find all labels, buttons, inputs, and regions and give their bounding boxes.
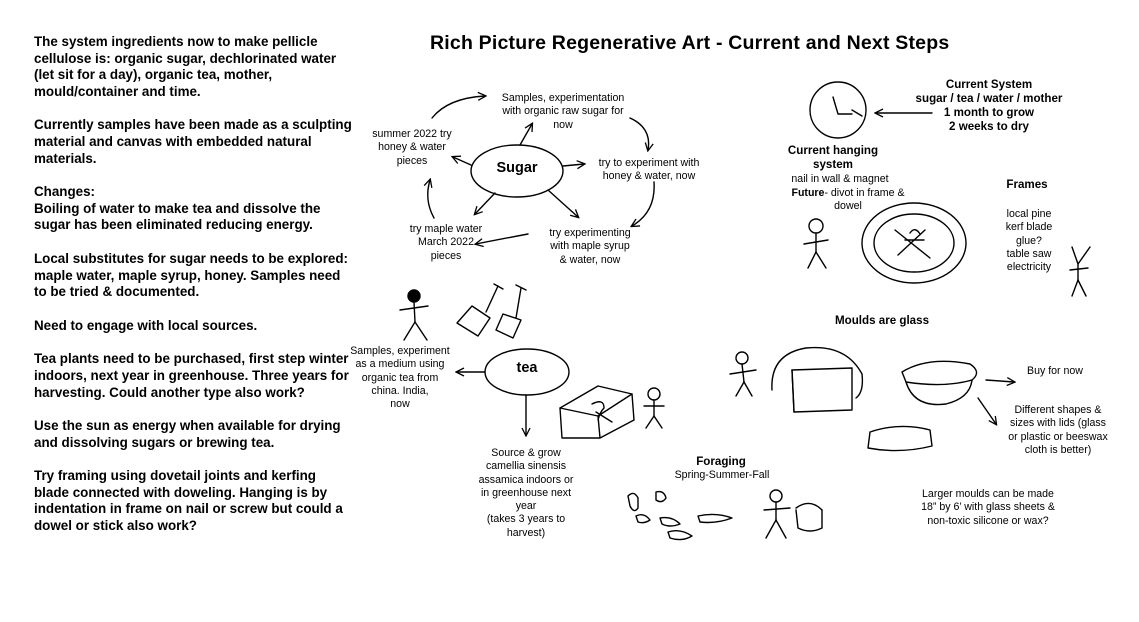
note-samples: Currently samples have been made as a sc… — [34, 117, 352, 166]
greenhouse-box-icon — [559, 385, 635, 439]
foraging-leaves-icon — [627, 490, 733, 541]
notes-column: The system ingredients now to make pelli… — [34, 34, 354, 552]
tea-source: Source & grow camellia sinensis assamica… — [478, 447, 574, 539]
moulds-heading: Moulds are glass — [834, 314, 930, 327]
basket-icon — [795, 502, 823, 532]
note-local-substitutes: Local substitutes for sugar needs to be … — [34, 250, 348, 300]
moulds-buy: Buy for now — [1027, 365, 1083, 377]
frame-icon — [861, 202, 967, 284]
current-system-details: sugar / tea / water / mother 1 month to … — [915, 92, 1063, 133]
glass-mould-large — [771, 346, 864, 413]
hanging-future-label: Future — [791, 187, 825, 199]
note-local-sources: Need to engage with local sources. — [34, 317, 258, 333]
page-title: Rich Picture Regenerative Art - Current … — [430, 32, 950, 54]
hanging-current: nail in wall & magnet — [791, 173, 889, 185]
tea-node: tea — [516, 360, 538, 376]
hanging-future-text: - divot in frame & dowel — [824, 187, 905, 213]
person-figure-samples — [399, 289, 429, 341]
person-figure-greenhouse — [643, 387, 665, 429]
moulds-shapes: Different shapes & sizes with lids (glas… — [1008, 404, 1108, 456]
hanging-future: Future- divot in frame & dowel — [780, 187, 916, 214]
frames-heading: Frames — [1006, 178, 1048, 191]
tea-samples: Samples, experiment as a medium using or… — [350, 345, 450, 411]
sugar-node: Sugar — [496, 160, 538, 176]
current-system-heading: Current System — [945, 78, 1033, 91]
note-tea-plants: Tea plants need to be purchased, first s… — [34, 351, 349, 400]
person-figure-moulds — [729, 351, 757, 397]
note-sun-energy: Use the sun as energy when available for… — [34, 418, 341, 450]
sugar-maple-syrup: try experimenting with maple syrup & wat… — [549, 227, 631, 266]
clock-icon — [809, 81, 867, 139]
shovel-icon — [456, 283, 527, 339]
sugar-summer-honey: summer 2022 try honey & water pieces — [372, 128, 452, 167]
glass-mould-flat — [867, 425, 933, 452]
foraging-seasons: Spring-Summer-Fall — [674, 469, 770, 481]
hanging-heading: Current hanging system — [787, 144, 879, 171]
person-figure-frames — [1069, 246, 1091, 297]
sugar-maple-water: try maple water March 2022 pieces — [409, 223, 483, 262]
person-figure-hanging — [803, 218, 829, 269]
sugar-honey-now: try to experiment with honey & water, no… — [598, 157, 700, 183]
glass-mould-round — [901, 360, 978, 406]
sugar-samples-raw: Samples, experimentation with organic ra… — [501, 92, 625, 131]
note-changes: Changes: Boiling of water to make tea an… — [34, 184, 321, 233]
person-figure-foraging — [763, 489, 791, 539]
note-framing: Try framing using dovetail joints and ke… — [34, 468, 343, 534]
frames-items: local pine kerf blade glue? table saw el… — [1005, 208, 1053, 274]
note-ingredients: The system ingredients now to make pelli… — [34, 34, 337, 99]
moulds-larger: Larger moulds can be made 18” by 6’ with… — [921, 488, 1055, 527]
foraging-heading: Foraging — [696, 455, 746, 468]
sugar-node-ellipse — [470, 144, 564, 198]
